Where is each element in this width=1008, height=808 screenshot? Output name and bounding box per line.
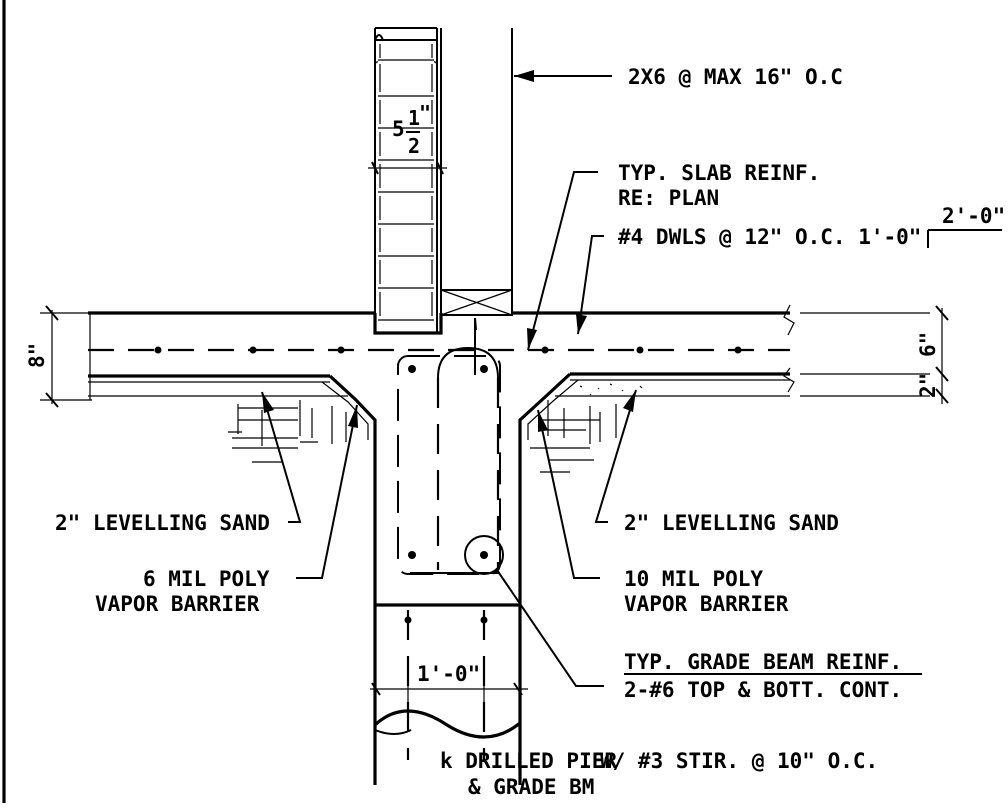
pier-label-2: & GRADE BM: [468, 775, 594, 799]
pier-label-1: k DRILLED PIER: [440, 749, 617, 773]
stirrup-label: W/ #3 STIR. @ 10" O.C.: [600, 749, 878, 773]
stud-width-numerator: 1: [408, 106, 420, 130]
stud-width-quote: ": [419, 101, 431, 125]
slab-thickness: 6": [916, 332, 940, 357]
slab-reinf-label-2: RE: PLAN: [618, 186, 719, 210]
soil-hatch-left: [228, 400, 347, 463]
stud-leader: 2X6 @ MAX 16" O.C: [514, 65, 843, 89]
gb-reinf-label-2: 2-#6 TOP & BOTT. CONT.: [624, 678, 902, 702]
poly-right-leader: 10 MIL POLY VAPOR BARRIER: [537, 409, 789, 616]
stud-label: 2X6 @ MAX 16" O.C: [628, 65, 843, 89]
grade-beam: [321, 372, 579, 785]
dowel-label: #4 DWLS @ 12" O.C. 1'-0": [618, 225, 921, 249]
sand-left-leader: 2" LEVELLING SAND: [55, 391, 302, 535]
sand-right-label: 2" LEVELLING SAND: [624, 511, 839, 535]
beam-width-dimension: 1'-0": [370, 662, 528, 705]
poly-left-label-2: VAPOR BARRIER: [95, 592, 260, 616]
poly-left-leader: 6 MIL POLY VAPOR BARRIER: [95, 404, 358, 616]
slab-total-thickness: 8": [25, 343, 49, 368]
slab: [88, 304, 930, 400]
sand-right-leader: 2" LEVELLING SAND: [594, 389, 839, 535]
pier-label: k DRILLED PIER & GRADE BM W/ #3 STIR. @ …: [440, 749, 878, 799]
beam-width-label: 1'-0": [417, 662, 480, 686]
sand-thickness: 2": [916, 373, 940, 398]
gb-reinf-leader: TYP. GRADE BEAM REINF. 2-#6 TOP & BOTT. …: [496, 569, 922, 702]
stud-width-whole: 5: [392, 117, 405, 141]
stud-wall: [440, 28, 513, 316]
gb-reinf-label-1: TYP. GRADE BEAM REINF.: [624, 650, 902, 674]
sand-left-label: 2" LEVELLING SAND: [55, 511, 270, 535]
poly-right-label-1: 10 MIL POLY: [624, 567, 763, 591]
grade-beam-reinforcement: [397, 346, 504, 575]
dowel-length: 2'-0": [942, 204, 1005, 228]
poly-left-label-1: 6 MIL POLY: [143, 567, 270, 591]
dowel-leader: #4 DWLS @ 12" O.C. 1'-0" 2'-0": [576, 204, 1005, 335]
slab-reinf-label-1: TYP. SLAB REINF.: [618, 161, 820, 185]
slab-thickness-dimension-left: 8": [25, 305, 92, 408]
stud-width-denominator: 2: [408, 134, 420, 158]
dowel: [474, 317, 477, 375]
masonry-veneer: [374, 27, 438, 333]
slab-reinf-leader: TYP. SLAB REINF. RE: PLAN: [527, 161, 820, 351]
soil-hatch-right: [530, 383, 643, 473]
slab-thickness-dimension-right: 6" 2": [916, 305, 949, 404]
slab-reinforcement: [88, 346, 790, 354]
poly-right-label-2: VAPOR BARRIER: [624, 592, 789, 616]
stud-width-dimension: 5 1 " 2: [368, 40, 447, 180]
